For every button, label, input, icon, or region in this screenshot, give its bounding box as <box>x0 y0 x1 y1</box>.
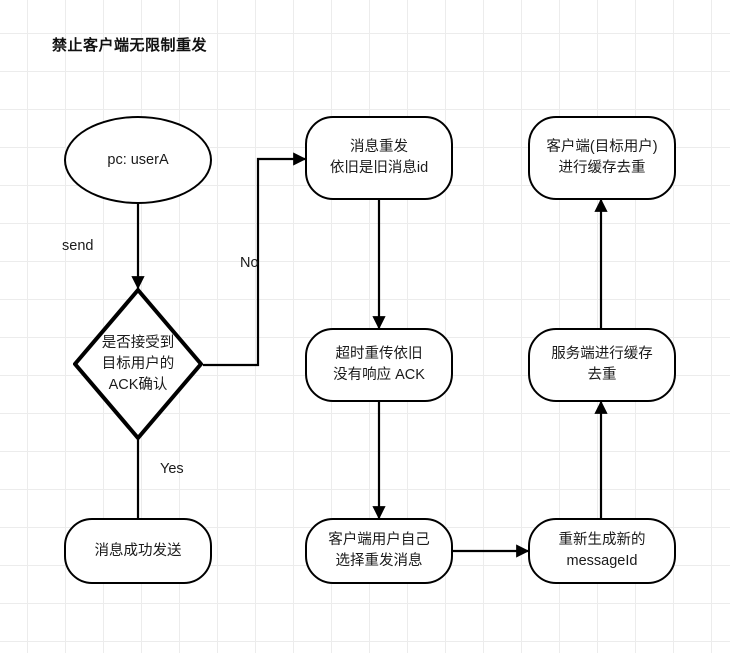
node-server-dedup-label: 服务端进行缓存 去重 <box>551 346 653 383</box>
node-success[interactable]: 消息成功发送 <box>64 518 212 584</box>
page-title: 禁止客户端无限制重发 <box>52 37 208 54</box>
node-decision-label: 是否接受到 目标用户的 ACK确认 <box>101 334 175 393</box>
edge-label-yes: Yes <box>160 461 184 477</box>
node-resend-same-id-label: 消息重发 依旧是旧消息id <box>329 139 429 176</box>
node-client-dedup[interactable]: 客户端(目标用户) 进行缓存去重 <box>528 116 676 200</box>
diamond-outline-icon <box>73 288 203 440</box>
edge-label-no: No <box>240 255 259 271</box>
edge-decision-to-resend <box>203 152 307 367</box>
node-start[interactable]: pc: userA <box>64 116 212 204</box>
node-server-dedup[interactable]: 服务端进行缓存 去重 <box>528 328 676 402</box>
node-resend-same-id[interactable]: 消息重发 依旧是旧消息id <box>305 116 453 200</box>
node-decision[interactable]: 是否接受到 目标用户的 ACK确认 <box>73 288 203 440</box>
node-start-label: pc: userA <box>107 151 169 168</box>
node-regenerate-message-id-label: 重新生成新的 messageId <box>558 532 646 569</box>
node-timeout-no-ack-label: 超时重传依旧 没有响应 ACK <box>333 346 425 383</box>
node-user-manual-resend-label: 客户端用户自己 选择重发消息 <box>328 532 430 569</box>
edge-label-send: send <box>62 238 94 254</box>
node-user-manual-resend[interactable]: 客户端用户自己 选择重发消息 <box>305 518 453 584</box>
node-success-label: 消息成功发送 <box>94 542 182 559</box>
node-client-dedup-label: 客户端(目标用户) 进行缓存去重 <box>546 139 658 176</box>
node-regenerate-message-id[interactable]: 重新生成新的 messageId <box>528 518 676 584</box>
node-timeout-no-ack[interactable]: 超时重传依旧 没有响应 ACK <box>305 328 453 402</box>
